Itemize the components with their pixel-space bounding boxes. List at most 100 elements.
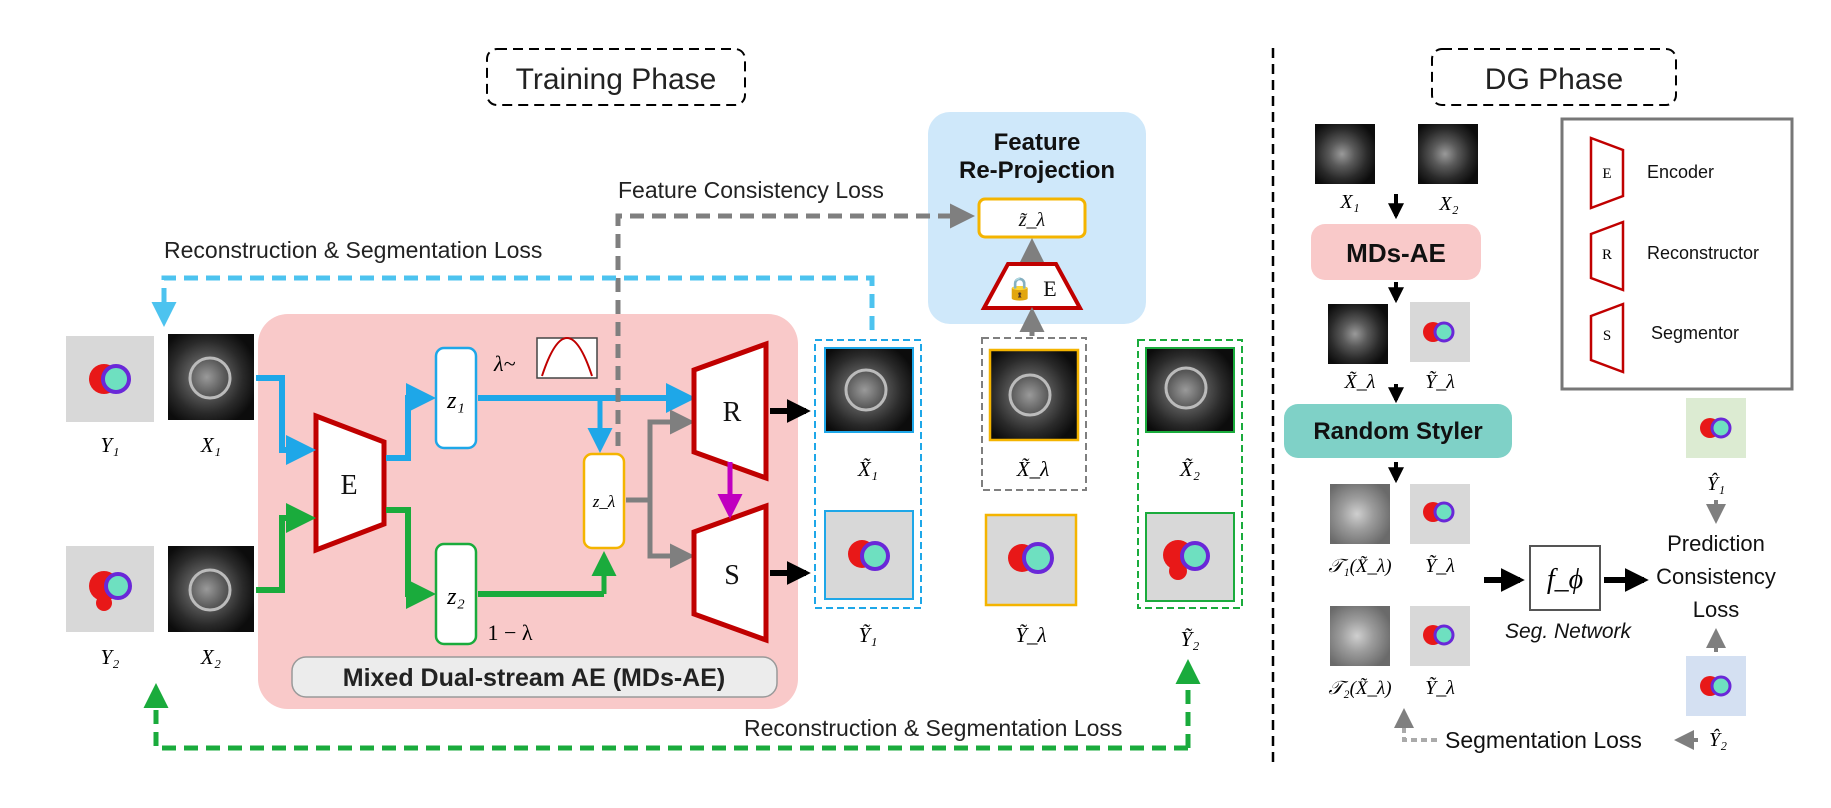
training-phase: Training Phase Mixed Dual-stream AE (MDs… xyxy=(66,48,1243,751)
x1-to-encoder-arrow xyxy=(256,375,316,465)
encoder-to-z2-arrow xyxy=(386,507,436,609)
dg-t1y-label: Ỹ_λ xyxy=(1425,553,1455,577)
reprojection-z-box xyxy=(977,197,1087,239)
dg-yh2-label: Ŷ₂ xyxy=(1709,728,1727,751)
dg-segnet-box xyxy=(1529,545,1601,611)
y2-label: Y₂ xyxy=(101,645,120,669)
dg-x1-image xyxy=(1315,124,1375,184)
legend-reconstructor-shape xyxy=(1589,220,1625,292)
zl-label: z_λ xyxy=(592,492,615,511)
legend-reconstructor: R Reconstructor xyxy=(1589,220,1759,292)
dg-random-styler-box xyxy=(1284,404,1512,458)
z2-box xyxy=(434,542,478,646)
y1-label: Y₁ xyxy=(101,433,120,457)
dg-t1-image xyxy=(1330,484,1390,544)
mds-ae-label-box xyxy=(291,656,778,698)
zl-box xyxy=(582,452,626,550)
dg-t2y-label: Ỹ_λ xyxy=(1425,675,1455,699)
mds-ae-background xyxy=(258,314,798,709)
legend-reconstructor-name: Reconstructor xyxy=(1647,243,1759,263)
yt1-label: Ỹ₁ xyxy=(859,623,878,647)
dg-prediction-loss-line1: Prediction xyxy=(1667,531,1765,556)
ytl-label: Ỹ_λ xyxy=(1015,623,1046,647)
legend-reconstructor-letter: R xyxy=(1602,247,1612,263)
feature-consistency-loss-arrow xyxy=(615,203,975,446)
output2-dashed-box xyxy=(1137,339,1243,609)
dg-ytl-mask xyxy=(1423,321,1455,343)
zl-to-reconstructor-arrow xyxy=(626,409,695,503)
z1-box xyxy=(434,346,478,450)
dg-segloss-feedback-arrow xyxy=(1394,708,1437,742)
x2-to-encoder-arrow xyxy=(256,503,316,593)
x2-label: X₂ xyxy=(200,645,221,669)
reprojection-z: z̃_λ xyxy=(1018,209,1046,231)
z1-label: z₁ xyxy=(446,388,465,414)
dg-yh2-mask xyxy=(1700,675,1732,697)
dg-mdsae-label: MDs-AE xyxy=(1346,238,1446,268)
legend-segmentor-shape xyxy=(1589,302,1625,374)
encoder-to-z1-arrow xyxy=(386,383,436,461)
legend-encoder: E Encoder xyxy=(1589,136,1714,210)
dg-x1-label: X₁ xyxy=(1339,191,1359,213)
beta-distribution-plot xyxy=(536,337,598,379)
training-title-box xyxy=(486,48,746,106)
recon-seg-loss-top-label: Reconstruction & Segmentation Loss xyxy=(164,237,542,263)
x1-label: X₁ xyxy=(200,433,221,457)
z2-label: z₂ xyxy=(446,584,465,610)
ytl-mask xyxy=(1008,542,1054,574)
one-minus-lambda-label: 1 − λ xyxy=(487,620,532,645)
dg-xtl-label: X̃_λ xyxy=(1344,370,1376,393)
reconstructor-shape xyxy=(691,340,769,482)
x2-mri-image xyxy=(168,546,254,632)
dg-mdsae-box xyxy=(1311,224,1481,280)
dg-t2-label: 𝒯₂(X̃_λ) xyxy=(1328,678,1391,699)
dg-segnet-fphi: f_ϕ xyxy=(1547,564,1583,595)
dg-t1y-mask xyxy=(1423,501,1455,523)
dg-xtl-image xyxy=(1328,304,1388,364)
legend-segmentor: S Segmentor xyxy=(1589,302,1739,374)
recon-seg-loss-bottom-arrow xyxy=(143,683,1188,751)
segmentor-letter: S xyxy=(724,560,740,591)
yt1-mask xyxy=(848,540,890,571)
dg-segnet-label: Seg. Network xyxy=(1505,620,1633,643)
dg-ytl-label: Ỹ_λ xyxy=(1425,369,1455,393)
recon-seg-loss-top-arrow xyxy=(151,275,875,330)
reprojection-title-line2: Re-Projection xyxy=(959,157,1115,184)
feature-consistency-loss-label: Feature Consistency Loss xyxy=(618,177,884,203)
encoder-shape xyxy=(313,412,387,554)
dg-x2-label: X₂ xyxy=(1438,193,1458,215)
x1-mri-image xyxy=(168,334,254,420)
legend-encoder-shape xyxy=(1589,136,1625,210)
dg-x2-image xyxy=(1418,124,1478,184)
dg-yh1-label: Ŷ₁ xyxy=(1707,472,1725,495)
reprojection-encoder-letter: E xyxy=(1043,276,1056,301)
dg-t1-label: 𝒯₁(X̃_λ) xyxy=(1328,556,1391,577)
dg-t2y-mask xyxy=(1423,624,1455,646)
beta-distribution-curve xyxy=(541,337,593,377)
dg-t2-image xyxy=(1330,606,1390,666)
legend-encoder-letter: E xyxy=(1602,166,1611,182)
reprojection-encoder-shape xyxy=(980,262,1084,310)
outputl-dashed-box xyxy=(981,337,1087,491)
xtl-image xyxy=(988,348,1080,442)
reprojection-title-line1: Feature xyxy=(994,129,1081,156)
dg-segmentation-loss-label: Segmentation Loss xyxy=(1445,727,1642,753)
dg-prediction-loss-line2: Consistency xyxy=(1656,564,1776,589)
y2-mask xyxy=(89,571,132,611)
lambda-dist-label: λ~ xyxy=(493,351,516,376)
legend-encoder-name: Encoder xyxy=(1647,162,1714,182)
dg-title-box xyxy=(1431,48,1677,106)
legend-segmentor-letter: S xyxy=(1603,328,1611,344)
reconstructor-letter: R xyxy=(723,397,742,428)
xt2-label: X̃₂ xyxy=(1179,457,1200,481)
xt1-image xyxy=(824,347,914,433)
y1-mask xyxy=(89,364,131,394)
encoder-letter: E xyxy=(340,470,357,501)
zl-to-segmentor-arrow xyxy=(647,500,695,569)
recon-seg-loss-bottom-label: Reconstruction & Segmentation Loss xyxy=(744,715,1122,741)
dg-yh1-mask xyxy=(1700,417,1732,439)
legend-segmentor-name: Segmentor xyxy=(1651,323,1739,343)
reprojection-lock-icon: 🔒 xyxy=(1006,276,1033,301)
training-title: Training Phase xyxy=(516,63,717,96)
